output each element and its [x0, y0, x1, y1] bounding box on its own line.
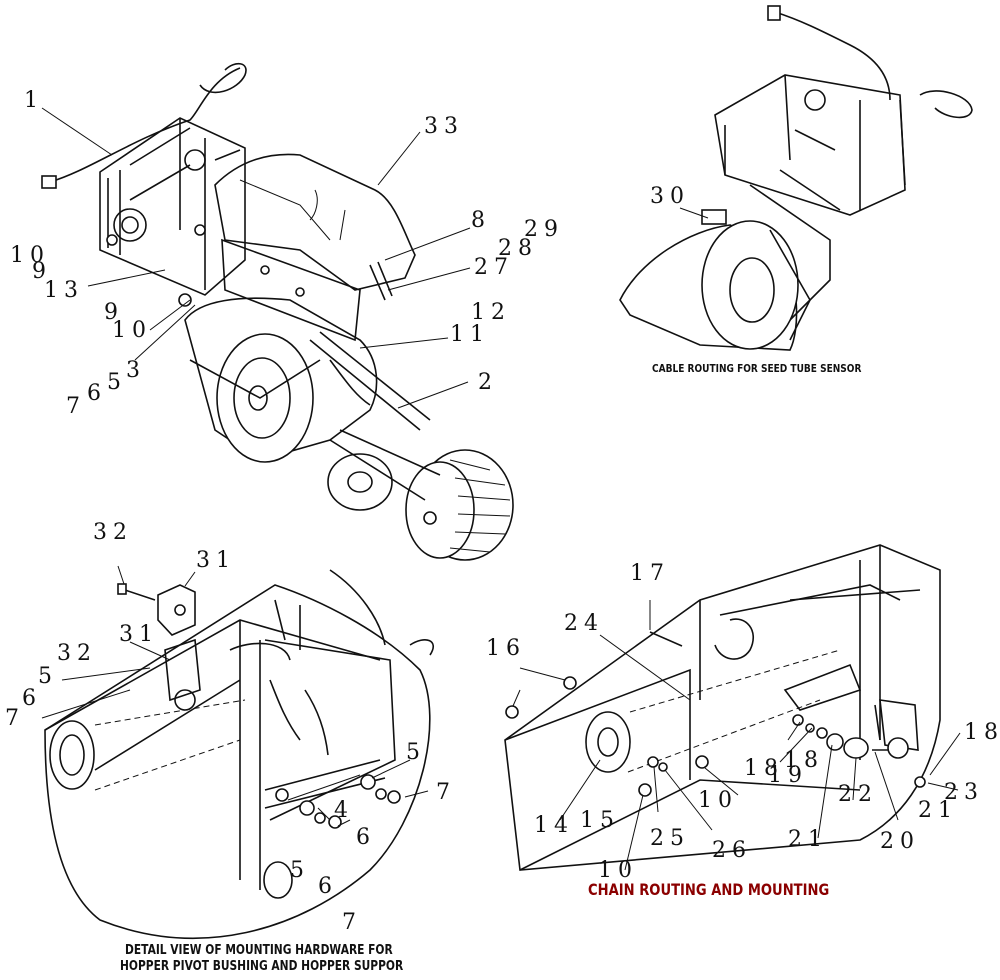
callout-hopper-7c: 7: [342, 910, 362, 935]
hopper-detail-drawing: [41, 565, 434, 939]
callout-chain-23: 23: [944, 780, 984, 805]
callout-main-11: 11: [450, 322, 490, 347]
callout-main-13: 13: [44, 278, 84, 303]
callout-chain-21a: 21: [788, 827, 828, 852]
callout-hopper-7a: 7: [5, 706, 25, 731]
callout-main-9a: 9: [32, 259, 52, 284]
callout-chain-14: 14: [534, 813, 574, 838]
callout-main-29: 29: [524, 217, 564, 242]
caption-chain-routing: CHAIN ROUTING AND MOUNTING: [588, 880, 830, 899]
callout-chain-15: 15: [580, 808, 620, 833]
callout-hopper-31b: 31: [119, 622, 159, 647]
callout-chain-26: 26: [712, 838, 752, 863]
callout-chain-21b: 21: [918, 798, 958, 823]
callout-hopper-6c: 6: [318, 874, 338, 899]
callout-main-2: 2: [478, 370, 498, 395]
callout-chain-10b: 10: [598, 858, 638, 883]
callout-chain-18b: 18: [744, 756, 784, 781]
callout-chain-10a: 10: [698, 788, 738, 813]
callout-main-27: 27: [474, 255, 514, 280]
callout-chain-18c: 18: [784, 748, 824, 773]
callout-hopper-6a: 6: [22, 686, 42, 711]
sensor-routing-drawing: [619, 5, 973, 351]
callout-chain-24: 24: [564, 611, 604, 636]
callout-main-12: 12: [471, 300, 511, 325]
callout-main-33: 33: [424, 114, 464, 139]
callout-chain-18a: 18: [964, 720, 1000, 745]
callout-main-9b: 9: [104, 300, 124, 325]
callout-main-28: 28: [498, 236, 538, 261]
callout-hopper-32a: 32: [93, 520, 133, 545]
callout-chain-25: 25: [650, 826, 690, 851]
callout-main-8: 8: [471, 208, 491, 233]
callout-chain-22: 22: [838, 782, 878, 807]
callout-hopper-5c: 5: [290, 858, 310, 883]
callout-main-10a: 10: [10, 243, 50, 268]
callout-main-3: 3: [126, 358, 146, 383]
callout-chain-16: 16: [486, 636, 526, 661]
main-assembly-drawing: [41, 62, 514, 561]
callout-main-1: 1: [24, 88, 44, 113]
callout-hopper-32b: 32: [57, 641, 97, 666]
callout-chain-19: 19: [768, 763, 808, 788]
callout-hopper-4: 4: [334, 798, 354, 823]
callout-hopper-31a: 31: [196, 548, 236, 573]
callout-hopper-7b: 7: [436, 780, 456, 805]
callout-sensor-30: 30: [650, 184, 690, 209]
callout-hopper-5a: 5: [38, 664, 58, 689]
callout-chain-20: 20: [880, 829, 920, 854]
callout-main-7: 7: [66, 394, 86, 419]
chain-detail-drawing: [504, 544, 961, 871]
callout-hopper-5b: 5: [406, 740, 426, 765]
callout-main-6: 6: [87, 381, 107, 406]
callout-hopper-6b: 6: [356, 825, 376, 850]
callout-main-10b: 10: [112, 318, 152, 343]
caption-sensor-routing: CABLE ROUTING FOR SEED TUBE SENSOR: [652, 362, 862, 375]
callout-chain-17: 17: [630, 561, 670, 586]
caption-hopper-line1: DETAIL VIEW OF MOUNTING HARDWARE FOR: [125, 943, 393, 958]
callout-main-5: 5: [107, 370, 127, 395]
caption-hopper-line2: HOPPER PIVOT BUSHING AND HOPPER SUPPOR: [120, 959, 404, 974]
